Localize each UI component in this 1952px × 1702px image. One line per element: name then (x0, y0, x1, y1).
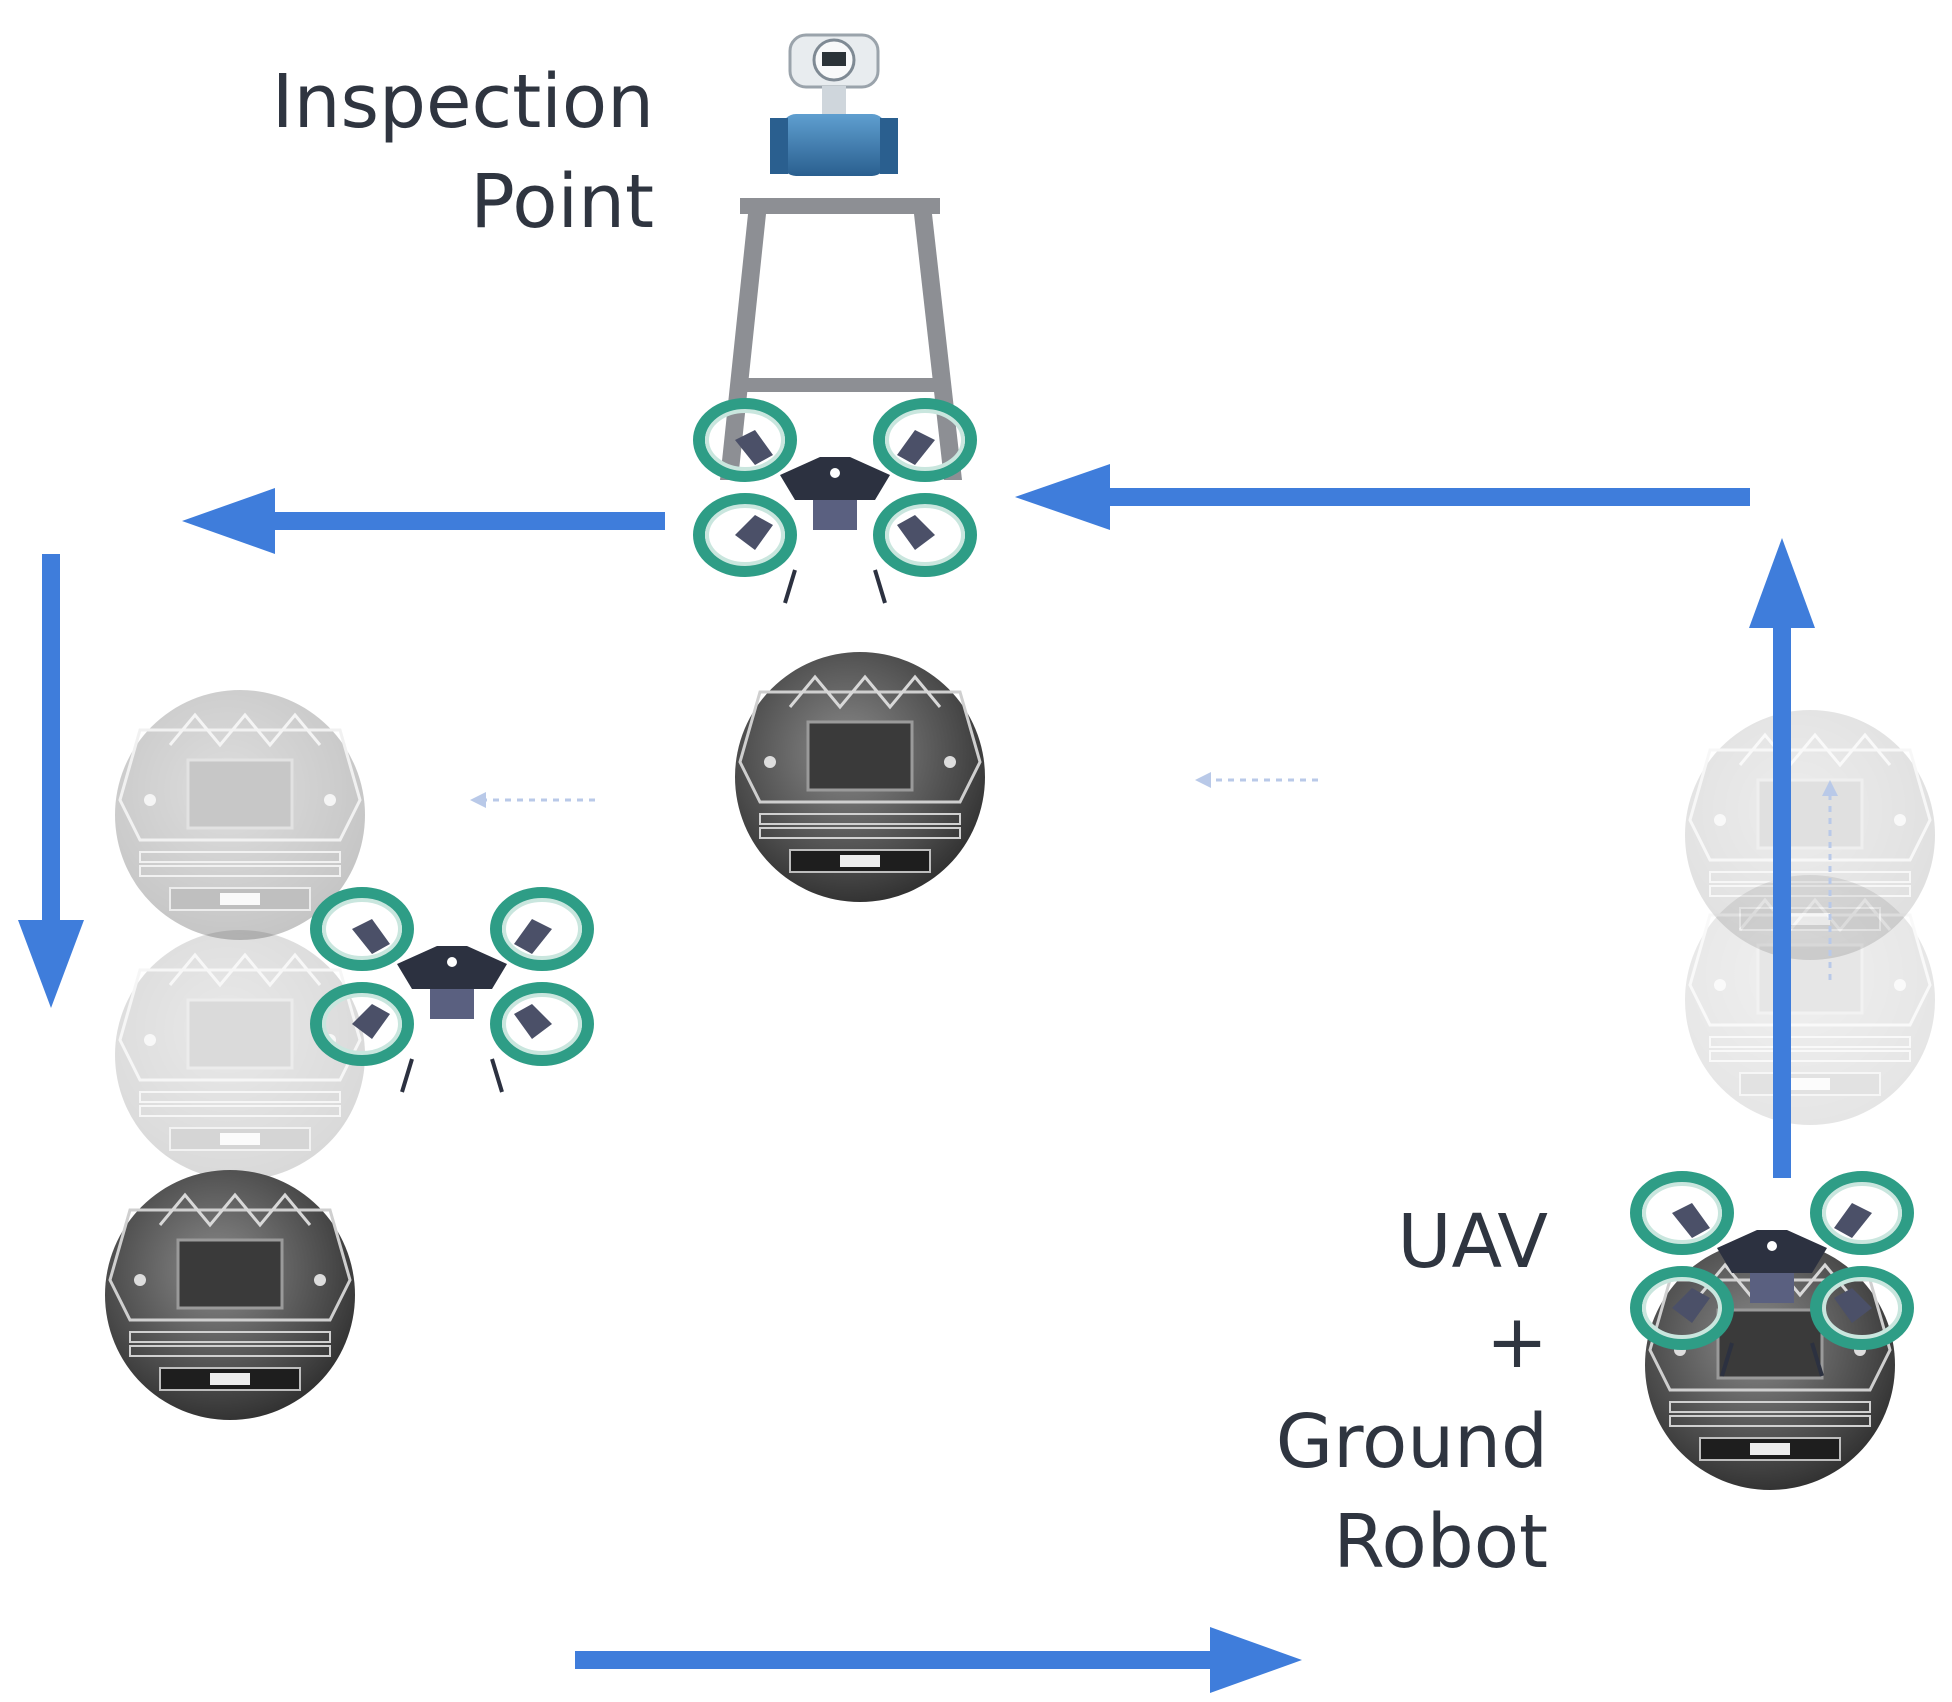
ground-robot-ghost-icon (1683, 873, 1937, 1127)
uav-label-line3: Ground (1275, 1399, 1548, 1485)
arrow-icon (1015, 464, 1750, 530)
flowmeter-icon (770, 33, 898, 176)
arrow-icon (182, 488, 665, 554)
ground-robot-icon (733, 650, 987, 904)
arrow-icon (575, 1627, 1302, 1693)
inspection-point-label: Inspection Point (272, 52, 654, 252)
inspection-point-label-line2: Point (470, 159, 654, 245)
inspection-point-label-line1: Inspection (271, 59, 654, 145)
uav-label-line1: UAV (1397, 1199, 1548, 1285)
arrows (18, 464, 1815, 1693)
drone-icon (316, 893, 588, 1092)
faint-arrows (480, 778, 1832, 980)
ground-robot-icon (103, 1168, 357, 1422)
arrow-icon (18, 554, 84, 1008)
uav-label-line2: + (1485, 1299, 1548, 1385)
uav-ground-robot-label: UAV + Ground Robot (1276, 1192, 1548, 1592)
arrow-icon (1749, 538, 1815, 1178)
uav-label-line4: Robot (1333, 1499, 1548, 1585)
